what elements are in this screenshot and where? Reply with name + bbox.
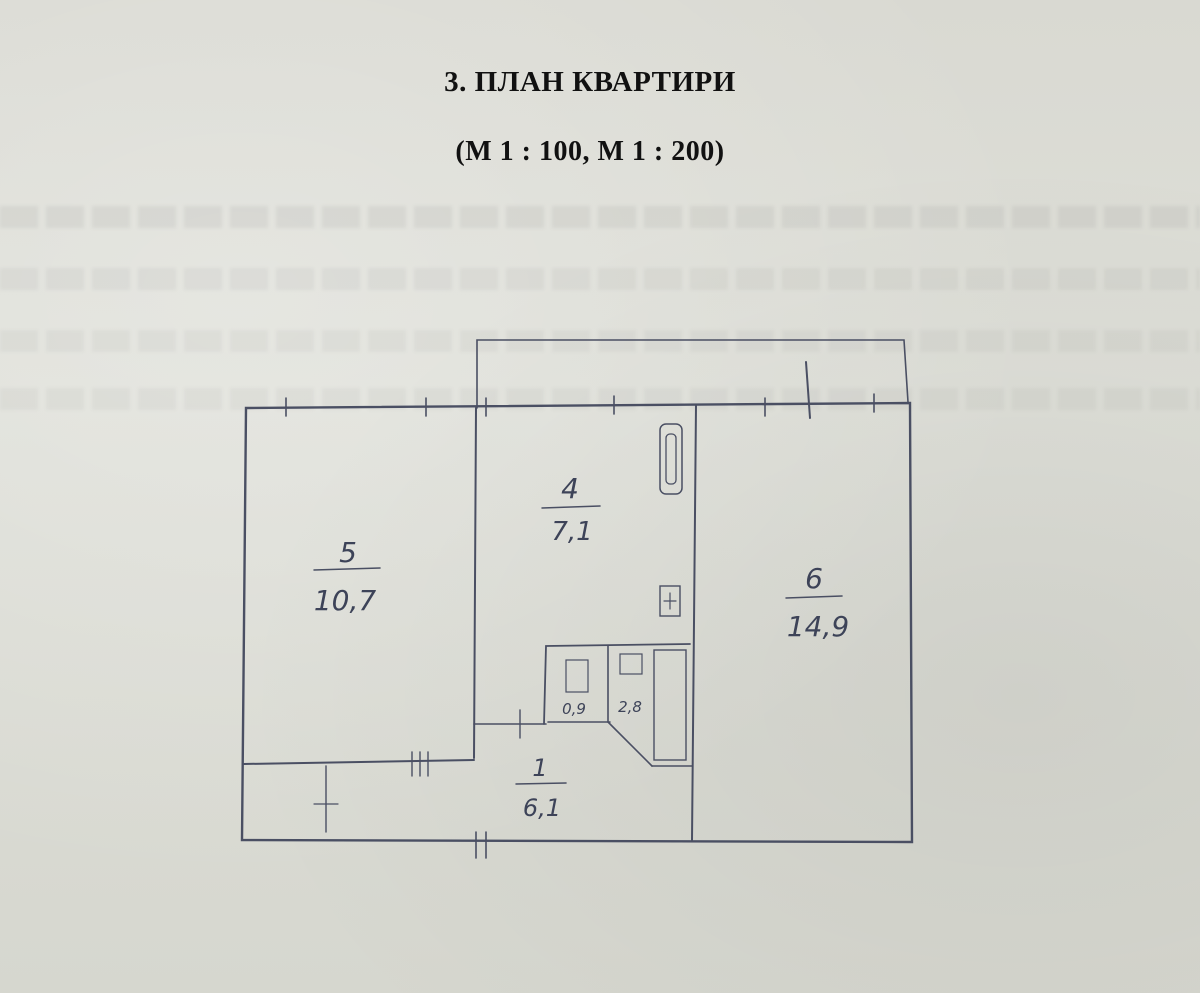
room-number: 4: [561, 472, 579, 505]
scale-note: (М 1 : 100, М 1 : 200): [455, 136, 725, 167]
bleed-through-text-line: [0, 330, 1200, 352]
room-area: 10,7: [314, 584, 377, 617]
bleed-through-text-line: [0, 206, 1200, 228]
room-label-wc: 0,9: [562, 700, 586, 718]
bleed-through-text-line: [0, 268, 1200, 290]
room-number: 5: [339, 536, 357, 569]
room-area: 6,1: [523, 794, 561, 822]
wall-tick-marks: [285, 393, 875, 859]
outer-walls: [240, 401, 914, 844]
room-area: 0,9: [562, 700, 586, 718]
bathroom-block: [543, 643, 693, 767]
room-area: 14,9: [787, 610, 849, 643]
bleed-through-text-line: [0, 388, 1200, 410]
document-title: 3. ПЛАН КВАРТИРИ: [444, 66, 736, 98]
interior-walls: [243, 404, 697, 841]
kitchen-fixtures: [659, 423, 683, 617]
room-area: 2,8: [618, 698, 642, 716]
room-label-4: 4 7,1: [541, 472, 601, 547]
balcony-outline: [476, 339, 909, 419]
room-number: 1: [532, 754, 547, 782]
room-label-6: 6 14,9: [785, 562, 849, 643]
room-label-bath: 2,8: [618, 698, 642, 716]
room-area: 7,1: [551, 517, 592, 547]
room-label-5: 5 10,7: [313, 536, 381, 617]
room-label-1: 1 6,1: [515, 754, 567, 822]
room-number: 6: [805, 562, 823, 595]
